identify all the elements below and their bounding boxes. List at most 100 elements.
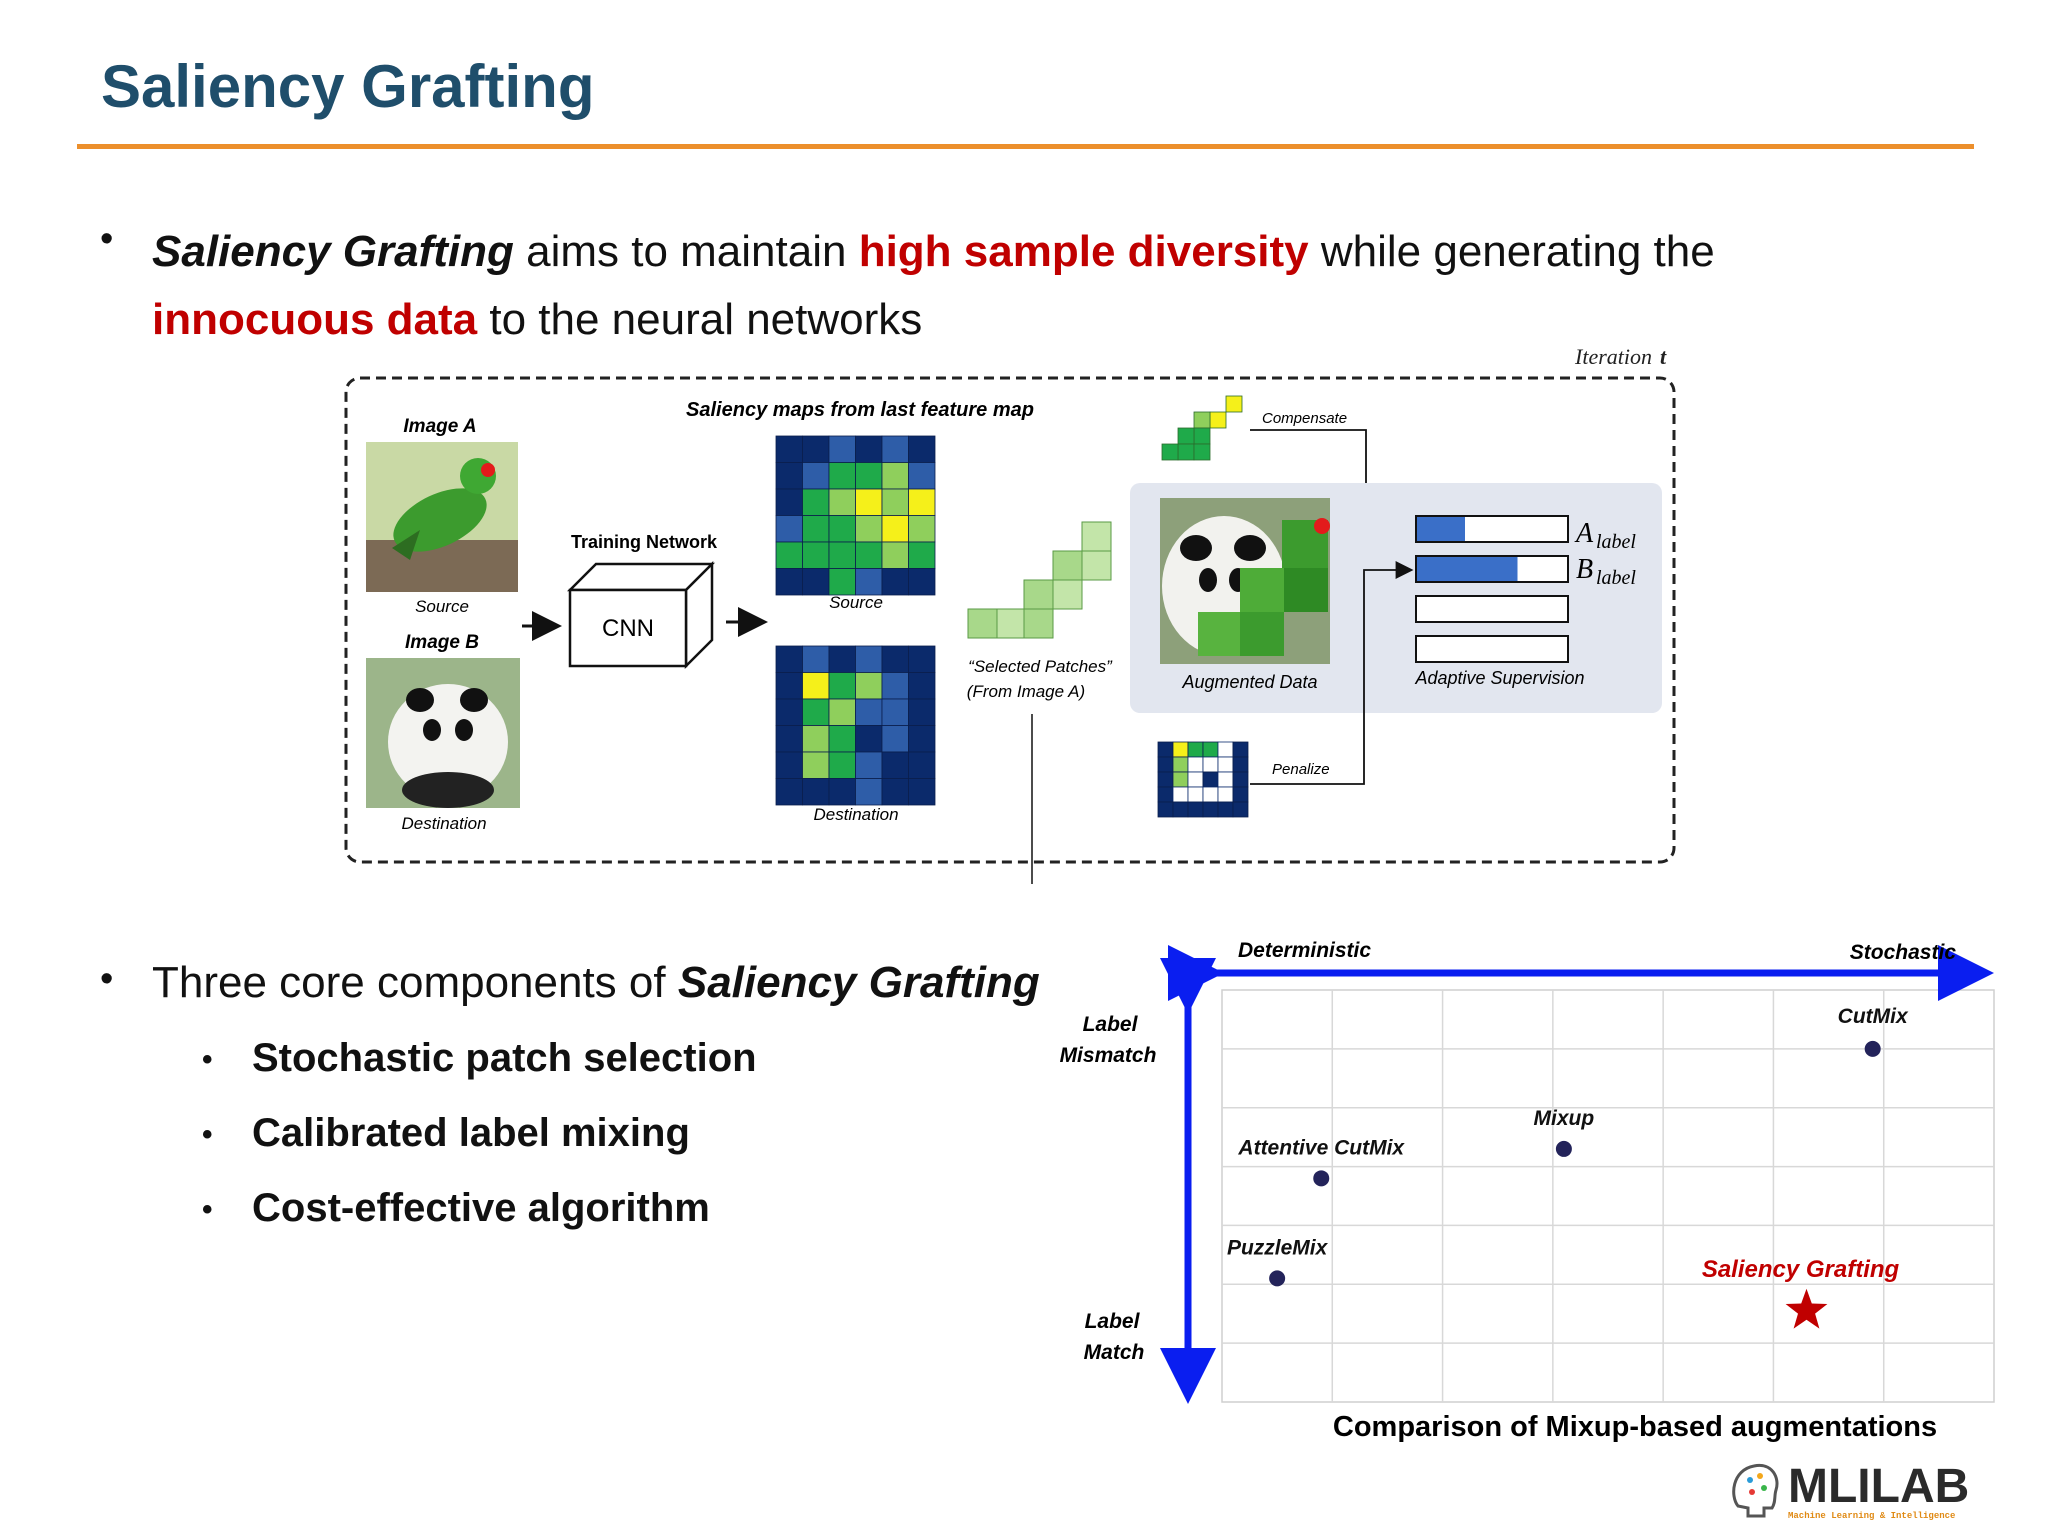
saliency-cell xyxy=(775,568,803,596)
map-destination-label: Destination xyxy=(813,805,898,824)
adaptive-supervision-label: Adaptive Supervision xyxy=(1414,668,1584,688)
saliency-cell xyxy=(855,541,883,569)
saliency-cell xyxy=(908,488,936,516)
image-b-destination-label: Destination xyxy=(401,814,486,833)
saliency-cell xyxy=(828,541,856,569)
saliency-cell xyxy=(881,698,909,726)
selected-patch xyxy=(1081,521,1112,552)
a-label-main: A xyxy=(1574,518,1594,549)
point-label: Saliency Grafting xyxy=(1702,1256,1900,1283)
saliency-cell xyxy=(775,541,803,569)
saliency-cell xyxy=(881,541,909,569)
training-network-label: Training Network xyxy=(571,532,718,552)
a-label-sub: label xyxy=(1596,531,1636,553)
map-source-label: Source xyxy=(829,593,883,612)
compensate-patch xyxy=(1161,443,1179,461)
point-label: Mixup xyxy=(1534,1107,1595,1130)
selected-patches xyxy=(967,521,1112,639)
saliency-cell xyxy=(881,672,909,700)
label-bar-fill xyxy=(1417,557,1518,581)
data-point-star xyxy=(1785,1288,1828,1329)
saliency-cell xyxy=(881,515,909,543)
saliency-cell xyxy=(881,778,909,806)
saliency-cell xyxy=(855,645,883,673)
saliency-map-source xyxy=(775,435,936,596)
saliency-cell xyxy=(908,515,936,543)
bullet-1-highlight-a: high sample diversity xyxy=(858,227,1309,276)
iteration-var: t xyxy=(1660,344,1667,369)
data-point xyxy=(1864,1040,1881,1057)
compensate-patch xyxy=(1193,443,1211,461)
iteration-label: Iteration xyxy=(1574,344,1652,369)
mlilab-logo: MLILAB Machine Learning & Intelligence xyxy=(1728,1456,1988,1522)
penalize-cell xyxy=(1232,801,1249,818)
saliency-cell xyxy=(802,778,830,806)
selected-patch xyxy=(1081,550,1112,581)
saliency-cell xyxy=(881,645,909,673)
saliency-cell xyxy=(802,541,830,569)
logo-tagline: Machine Learning & Intelligence xyxy=(1788,1511,1955,1521)
saliency-cell xyxy=(855,568,883,596)
title-underline xyxy=(77,144,1974,149)
bullet-2-text: Three core components of Saliency Grafti… xyxy=(152,958,1040,1008)
saliency-cell xyxy=(908,778,936,806)
augmented-image xyxy=(1160,498,1330,664)
component-label: Calibrated label mixing xyxy=(252,1111,690,1155)
bullet-1-text-c: to the neural networks xyxy=(477,295,923,344)
saliency-cell xyxy=(908,645,936,673)
image-a-label: Image A xyxy=(403,416,476,437)
saliency-map-destination xyxy=(775,645,936,806)
plot-area xyxy=(1221,989,1995,1403)
saliency-cell xyxy=(775,488,803,516)
point-label: CutMix xyxy=(1838,1005,1909,1028)
augmented-label: Augmented Data xyxy=(1181,672,1317,692)
saliency-cell xyxy=(855,725,883,753)
data-point xyxy=(1555,1140,1572,1157)
bullet-dot: • xyxy=(100,218,114,260)
label-bar xyxy=(1415,595,1569,623)
data-point xyxy=(1313,1170,1330,1187)
saliency-cell xyxy=(802,672,830,700)
x-axis-left-label: Deterministic xyxy=(1238,939,1371,962)
saliency-cell xyxy=(828,435,856,463)
brain-head-icon xyxy=(1732,1463,1779,1518)
saliency-cell xyxy=(828,698,856,726)
saliency-cell xyxy=(908,568,936,596)
bullet-dot: • xyxy=(100,958,114,1000)
image-b-panda xyxy=(366,658,520,808)
bullet-2-lead: Three core components of xyxy=(152,958,678,1007)
y-axis-bottom-label-1: Label xyxy=(1085,1310,1141,1333)
bullet-1-text-b: while generating the xyxy=(1308,227,1715,276)
x-axis-right-label: Stochastic xyxy=(1850,941,1957,964)
b-label-main: B xyxy=(1576,554,1593,585)
saliency-cell xyxy=(802,515,830,543)
saliency-cell xyxy=(775,725,803,753)
saliency-cell xyxy=(775,778,803,806)
point-label: Attentive CutMix xyxy=(1237,1136,1405,1159)
logo-text: MLILAB xyxy=(1788,1460,1969,1513)
selected-patches-line2: (From Image A) xyxy=(967,682,1085,701)
cnn-label: CNN xyxy=(602,615,654,642)
saliency-cell xyxy=(881,435,909,463)
image-b-label: Image B xyxy=(405,632,479,653)
chart-grid xyxy=(1221,989,1995,1403)
saliency-cell xyxy=(828,488,856,516)
saliency-cell xyxy=(908,462,936,490)
label-bars xyxy=(1415,515,1569,663)
bullet-1-term: Saliency Grafting xyxy=(152,227,514,276)
saliency-cell xyxy=(775,462,803,490)
selected-patch xyxy=(1052,579,1083,610)
saliency-cell xyxy=(775,515,803,543)
selected-patches-line1: “Selected Patches” xyxy=(968,657,1113,676)
b-label-sub: label xyxy=(1596,567,1636,589)
image-a-source-label: Source xyxy=(415,597,469,616)
data-point xyxy=(1269,1270,1286,1287)
saliency-cell xyxy=(855,672,883,700)
label-bar-fill xyxy=(1417,517,1465,541)
label-bar xyxy=(1415,635,1569,663)
component-item: •Stochastic patch selection xyxy=(202,1036,757,1080)
y-axis-top-label-1: Label xyxy=(1083,1013,1139,1036)
